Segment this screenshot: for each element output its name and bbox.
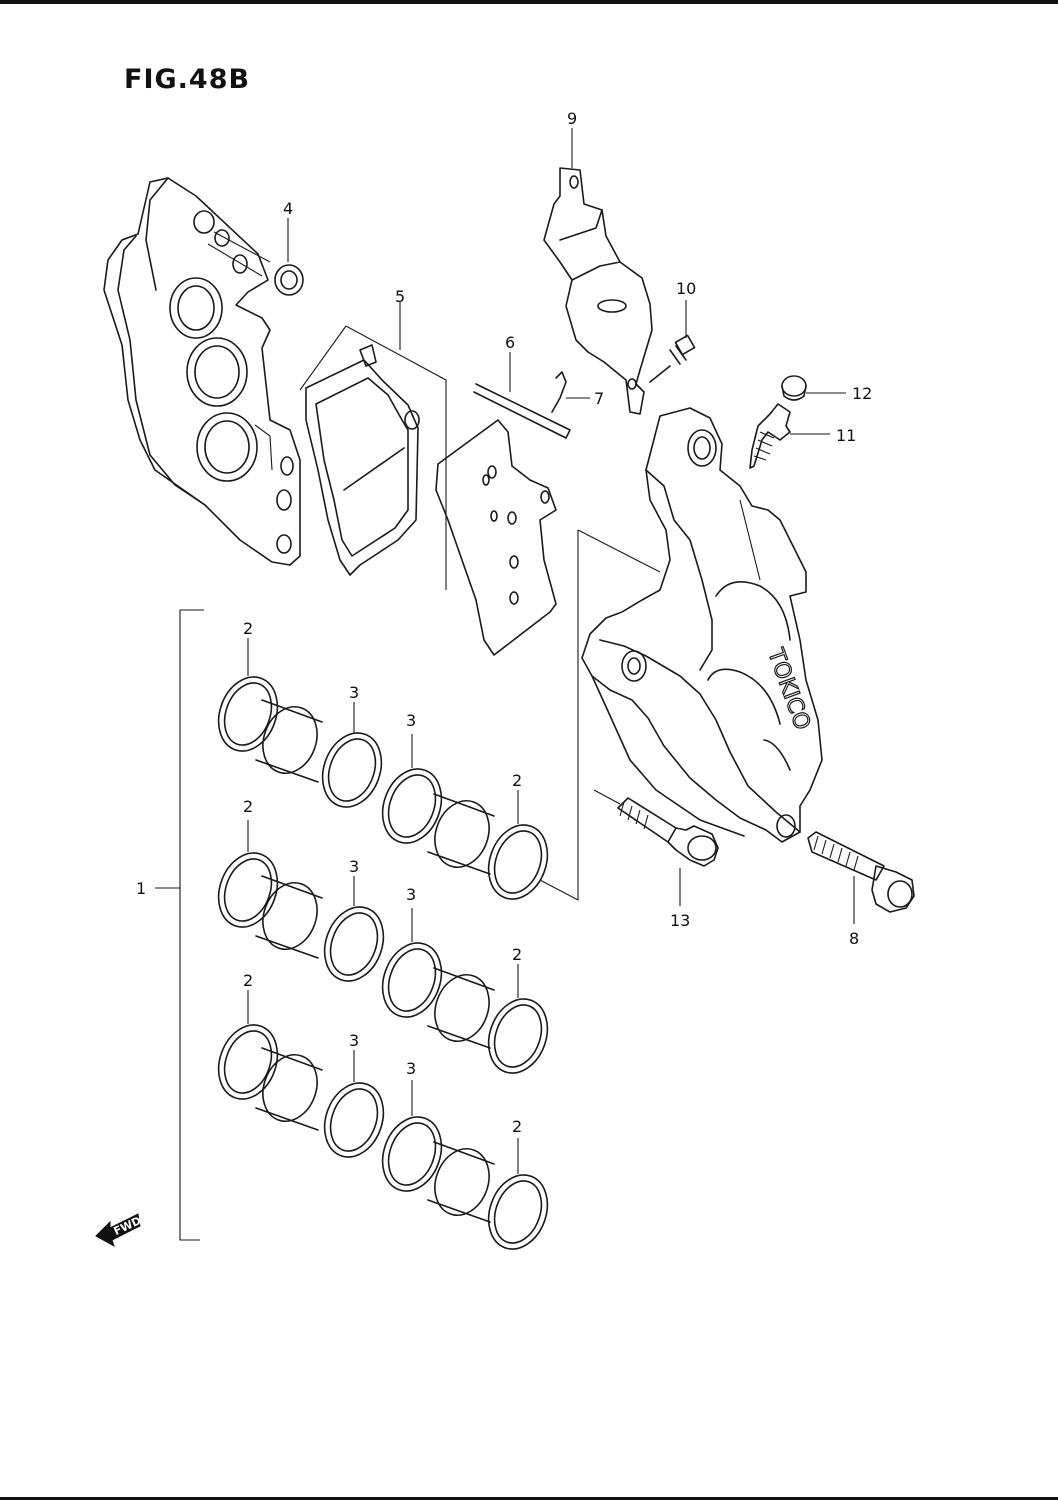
- callout-8: 8: [849, 929, 859, 948]
- callout-9: 9: [567, 109, 577, 128]
- callout-2: 2: [243, 971, 253, 990]
- leader-line: [577, 529, 661, 573]
- callout-4: 4: [283, 199, 293, 218]
- fwd-label: FWD: [112, 1214, 144, 1238]
- callout-12: 12: [852, 384, 872, 403]
- callout-3: 3: [406, 885, 416, 904]
- callout-2: 2: [512, 945, 522, 964]
- callout-labels: 1 2 2 2 2 2 2 3 3 3 3 3 3 4 5 6 7 8 9 10…: [136, 109, 872, 1136]
- leader-line: [593, 789, 621, 805]
- piston-seal-group: [155, 609, 549, 1250]
- bracket-9: [543, 128, 653, 415]
- callout-1: 1: [136, 879, 146, 898]
- pin-clip-7: [551, 371, 590, 413]
- callout-13: 13: [670, 911, 690, 930]
- callout-2: 2: [243, 619, 253, 638]
- callout-3: 3: [406, 711, 416, 730]
- forward-direction-arrow: FWD: [95, 1213, 144, 1248]
- callout-2: 2: [512, 1117, 522, 1136]
- callout-11: 11: [836, 426, 856, 445]
- top-border: [0, 0, 1058, 4]
- callout-3: 3: [349, 683, 359, 702]
- mounting-bolt-8: [807, 831, 915, 924]
- figure-title: FIG.48B: [124, 64, 251, 95]
- callout-3: 3: [349, 1031, 359, 1050]
- callout-3: 3: [349, 857, 359, 876]
- callout-5: 5: [395, 287, 405, 306]
- pad-pin-6: [473, 352, 571, 439]
- caliper-outer-half: [103, 177, 301, 566]
- callout-10: 10: [676, 279, 696, 298]
- screw-10: [649, 300, 696, 383]
- mounting-bolt-13: [617, 797, 719, 906]
- callout-7: 7: [594, 389, 604, 408]
- bleeder-cap-12: [781, 375, 846, 401]
- brake-pad-inner: [435, 419, 557, 656]
- callout-6: 6: [505, 333, 515, 352]
- callout-2: 2: [512, 771, 522, 790]
- bleeder-valve-11: [749, 403, 830, 469]
- bottom-border: [0, 1497, 1058, 1500]
- callout-3: 3: [406, 1059, 416, 1078]
- caliper-brand-mark: TOKICO: [762, 645, 815, 734]
- caliper-inner-half: TOKICO: [581, 407, 823, 843]
- leader-line: [539, 530, 579, 901]
- washer-4: [274, 218, 304, 296]
- callout-2: 2: [243, 797, 253, 816]
- brake-pad-set-5: [299, 302, 447, 590]
